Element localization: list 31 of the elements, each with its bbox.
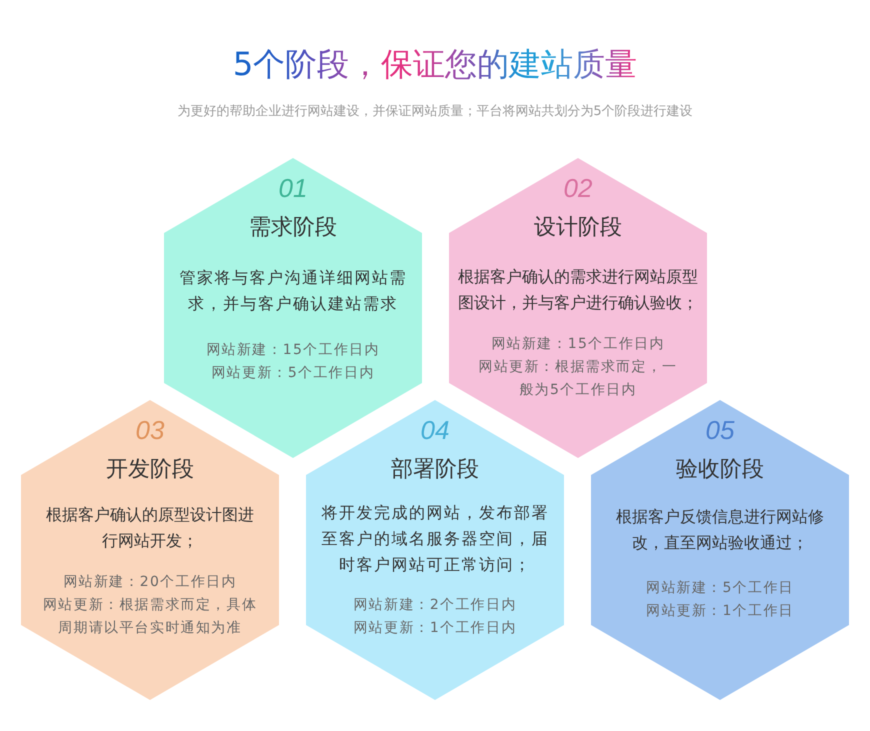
timeline-note: 网站更新：1个工作日 — [646, 602, 794, 621]
stage-hexagon — [21, 400, 279, 700]
stage-heading: 设计阶段 — [534, 214, 622, 242]
timeline-note: 网站更新：根据需求而定，具体周期请以平台实时通知为准 — [42, 596, 258, 638]
step-number: 03 — [136, 415, 164, 445]
stage-hexagon — [591, 400, 849, 700]
timeline-note: 网站新建：2个工作日内 — [353, 596, 517, 615]
stage-description: 将开发完成的网站，发布部署至客户的域名服务器空间，届时客户网站可正常访问； — [320, 502, 550, 576]
timeline-note: 网站更新：根据需求而定，一般为5个工作日内 — [478, 358, 678, 400]
timeline-note: 网站更新：5个工作日内 — [211, 364, 375, 383]
stage-hexagon — [306, 400, 564, 700]
stage-description: 根据客户确认的原型设计图进行网站开发； — [45, 504, 255, 552]
step-number: 04 — [420, 415, 450, 445]
stage-heading: 开发阶段 — [106, 456, 194, 484]
step-number: 05 — [706, 415, 734, 445]
stage-heading: 需求阶段 — [249, 214, 337, 242]
step-number: 02 — [564, 173, 592, 203]
stage-hexagon — [449, 158, 707, 458]
stage-description: 管家将与客户沟通详细网站需求，并与客户确认建站需求 — [178, 267, 408, 315]
timeline-note: 网站新建：15个工作日内 — [206, 341, 380, 360]
timeline-note: 网站新建：20个工作日内 — [63, 573, 237, 592]
stage-heading: 验收阶段 — [676, 456, 764, 484]
stage-hexagon — [164, 158, 422, 458]
stage-heading: 部署阶段 — [391, 456, 479, 484]
step-number: 01 — [278, 173, 308, 203]
timeline-note: 网站新建：5个工作日 — [646, 579, 794, 598]
stage-description: 根据客户确认的需求进行网站原型图设计，并与客户进行确认验收； — [457, 266, 699, 314]
timeline-note: 网站新建：15个工作日内 — [491, 335, 665, 354]
stage-description: 根据客户反馈信息进行网站修改，直至网站验收通过； — [615, 506, 825, 554]
subtitle: 为更好的帮助企业进行网站建设，并保证网站质量；平台将网站共划分为5个阶段进行建设 — [177, 103, 693, 121]
timeline-note: 网站更新：1个工作日内 — [353, 619, 517, 638]
